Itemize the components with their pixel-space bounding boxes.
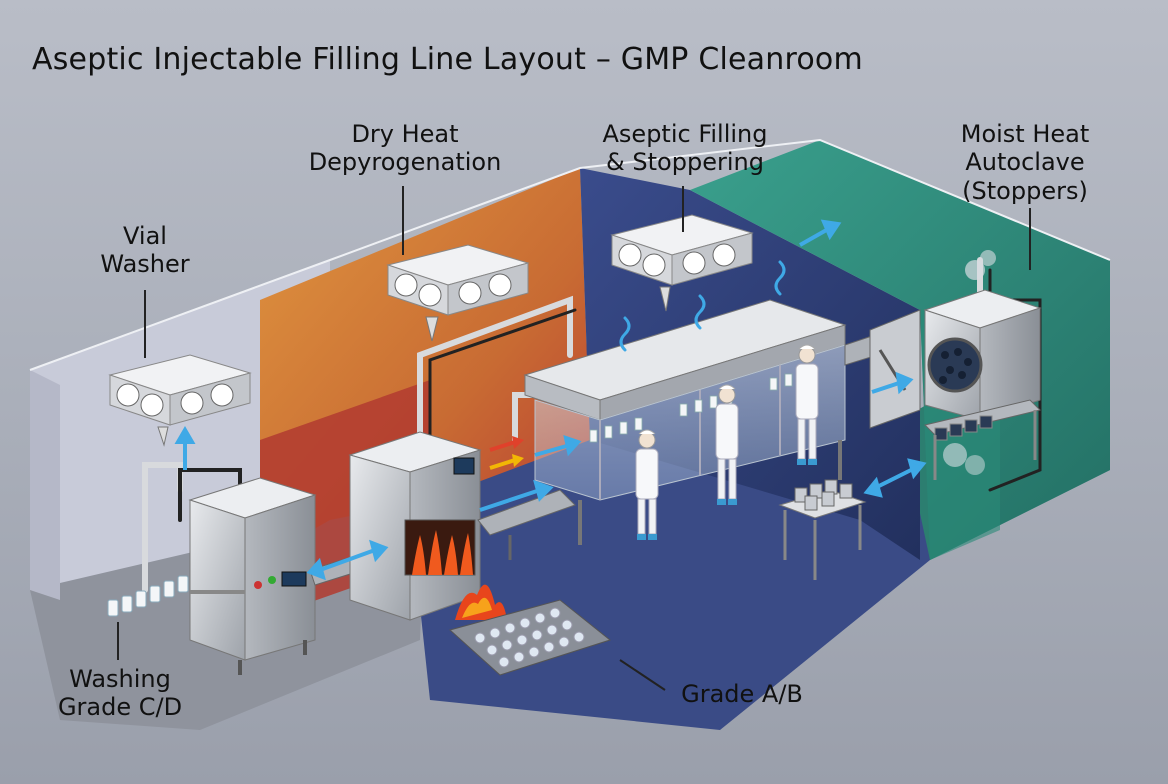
operator-icon: [635, 429, 659, 540]
hepa-filter-icon: [108, 354, 252, 447]
page-title: Aseptic Injectable Filling Line Layout –…: [32, 42, 863, 77]
heat-arrow-icon: [489, 436, 524, 470]
vial-icon: [107, 575, 189, 617]
stopper-cart: [778, 479, 867, 580]
operator-icon: [715, 384, 739, 505]
flame-icon: [455, 584, 507, 620]
vial-washer-machine: [188, 477, 317, 675]
label-dry-heat: Dry Heat Depyrogenation: [308, 120, 502, 177]
airflow-arrow-icon: [619, 260, 786, 352]
vial-tray: [448, 599, 612, 676]
label-aseptic-filling: Aseptic Filling & Stoppering: [602, 120, 768, 177]
process-piping: [142, 257, 1042, 593]
label-leader-lines: [117, 186, 1031, 691]
hepa-filter-icon: [610, 214, 754, 312]
autoclave-machine: [869, 250, 1042, 480]
aseptic-filling-machine: [523, 299, 847, 545]
airflow-arrow-icon: [174, 219, 927, 581]
label-grade-ab: Grade A/B: [681, 680, 803, 708]
wall-washing-side: [30, 370, 60, 600]
transfer-conveyor: [477, 489, 576, 536]
operator-icon: [795, 344, 819, 465]
label-moist-heat: Moist Heat Autoclave (Stoppers): [960, 120, 1090, 205]
label-washing-grade: Washing Grade C/D: [57, 665, 183, 722]
hepa-filter-icon: [386, 244, 530, 342]
label-vial-washer: Vial Washer: [100, 222, 190, 279]
flame-icon: [412, 530, 473, 575]
depyrogenation-tunnel: [348, 431, 482, 621]
wall-autoclave: [690, 140, 1110, 560]
